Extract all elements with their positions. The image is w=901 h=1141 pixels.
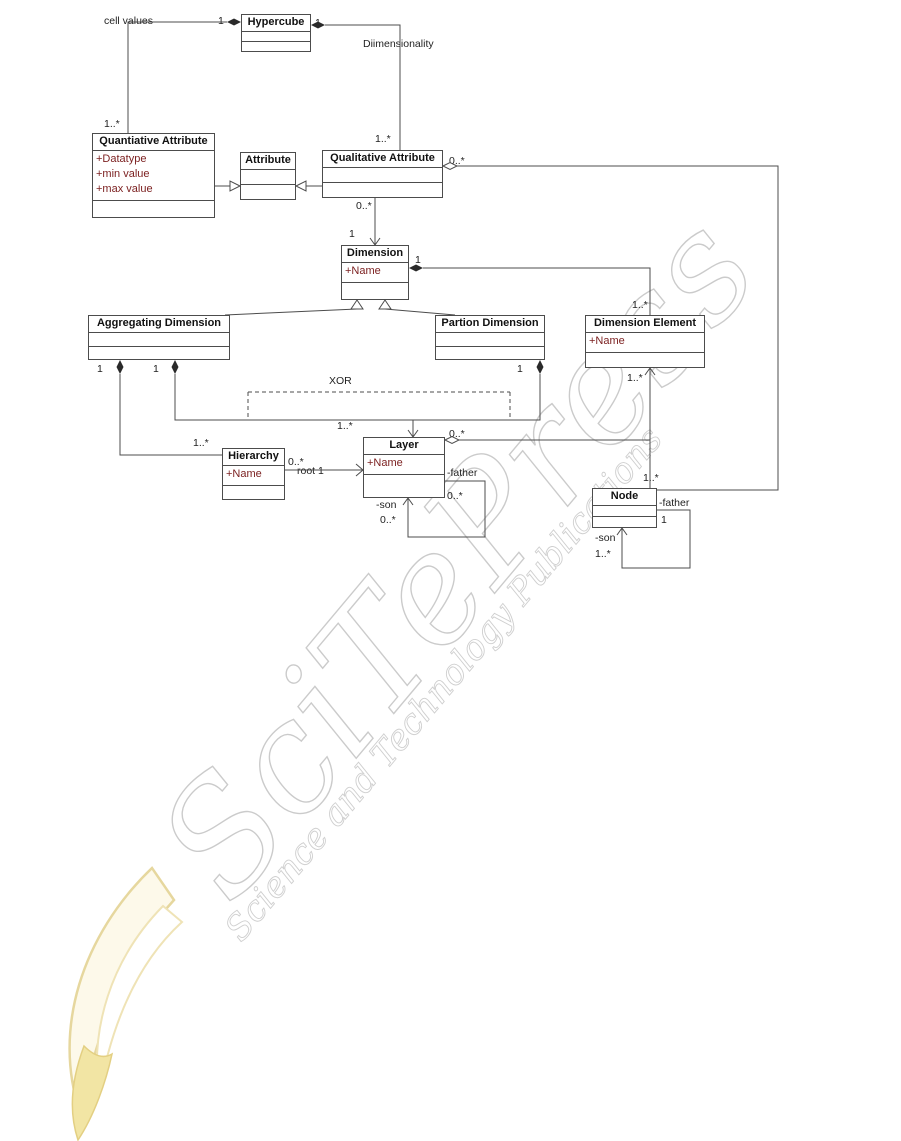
class-quantitative-attribute: Quantiative Attribute +Datatype +min value… [92, 133, 215, 218]
class-attributes: +Name [342, 262, 408, 282]
edge-label: 0..* [449, 155, 465, 167]
edge-label: -father [659, 497, 690, 509]
class-title: Dimension Element [593, 317, 697, 329]
edge-label: 1 [661, 514, 667, 526]
empty-compartment [242, 41, 310, 51]
edge-label: Diimensionality [363, 38, 434, 50]
class-title: Node [610, 490, 639, 502]
class-title: Aggregating Dimension [96, 317, 222, 329]
class-attribute: +Datatype [96, 153, 147, 165]
class-attributes: +Name [364, 454, 444, 474]
class-title: Attribute [245, 154, 291, 166]
empty-compartment [223, 485, 284, 499]
class-hypercube: Hypercube [241, 14, 311, 52]
edge-label: 1..* [337, 420, 353, 432]
edge-label: 0..* [447, 490, 463, 502]
empty-compartment [586, 352, 704, 367]
edge-label: 0..* [356, 200, 372, 212]
edge-label: 1 [218, 15, 224, 27]
empty-compartment [93, 200, 214, 217]
edge-label: 1 [415, 254, 421, 266]
class-title: Dimension [346, 247, 404, 259]
edge-label: -son [595, 532, 616, 544]
edge-label: 1..* [643, 472, 659, 484]
empty-compartment [89, 345, 229, 360]
edge-label: 1..* [375, 133, 391, 145]
class-title: Partion Dimension [441, 317, 539, 329]
class-attribute: +Name [226, 468, 262, 480]
class-attribute: +min value [96, 168, 150, 180]
edge-label: 1..* [632, 299, 648, 311]
empty-compartment [242, 31, 310, 41]
edge-label: 0..* [380, 514, 396, 526]
class-title: Quantiative Attribute [99, 135, 208, 147]
class-attributes: +Name [586, 332, 704, 352]
class-dimension-element: Dimension Element +Name [585, 315, 705, 368]
empty-compartment [323, 167, 442, 182]
scitepress-logo [68, 866, 184, 1141]
class-title: Qualitative Attribute [330, 152, 435, 164]
class-attributes: +Name [223, 465, 284, 485]
empty-compartment [364, 474, 444, 497]
edge-label: cell values [104, 15, 154, 27]
empty-compartment [436, 345, 544, 360]
edge-label: 1..* [627, 372, 643, 384]
class-attribute: +Name [345, 265, 381, 277]
class-partion-dimension: Partion Dimension [435, 315, 545, 360]
edge-label: 1 [315, 17, 321, 29]
class-attribute: +Name [589, 335, 625, 347]
class-attribute: +Name [367, 457, 403, 469]
edge-label: 0..* [449, 428, 465, 440]
class-node: Node [592, 488, 657, 528]
empty-compartment [436, 332, 544, 346]
empty-compartment [89, 332, 229, 346]
class-title: Hypercube [247, 16, 305, 28]
class-attributes: +Datatype +min value +max value [93, 150, 214, 200]
empty-compartment [593, 516, 656, 527]
edge-label: root 1 [297, 465, 324, 477]
edge-label: 1 [97, 363, 103, 375]
edge-label: -son [376, 499, 397, 511]
edge-label: 1 [517, 363, 523, 375]
edge-label: XOR [329, 375, 352, 387]
class-attribute: Attribute [240, 152, 296, 200]
class-hierarchy: Hierarchy +Name [222, 448, 285, 500]
empty-compartment [241, 184, 295, 199]
edge-label: 1..* [104, 118, 120, 130]
empty-compartment [323, 182, 442, 197]
class-aggregating-dimension: Aggregating Dimension [88, 315, 230, 360]
class-qualitative-attribute: Qualitative Attribute [322, 150, 443, 198]
class-layer: Layer +Name [363, 437, 445, 498]
empty-compartment [241, 169, 295, 184]
edge-label: 1..* [193, 437, 209, 449]
edge-label: 1 [153, 363, 159, 375]
edge-label: 0..* [288, 456, 304, 468]
edge-label: 1..* [595, 548, 611, 560]
class-title: Hierarchy [228, 450, 279, 462]
class-title: Layer [389, 439, 419, 451]
class-dimension: Dimension +Name [341, 245, 409, 300]
edge-label: 1 [349, 228, 355, 240]
empty-compartment [593, 505, 656, 516]
edge-label: -father [447, 467, 478, 479]
class-attribute: +max value [96, 183, 153, 195]
empty-compartment [342, 282, 408, 299]
